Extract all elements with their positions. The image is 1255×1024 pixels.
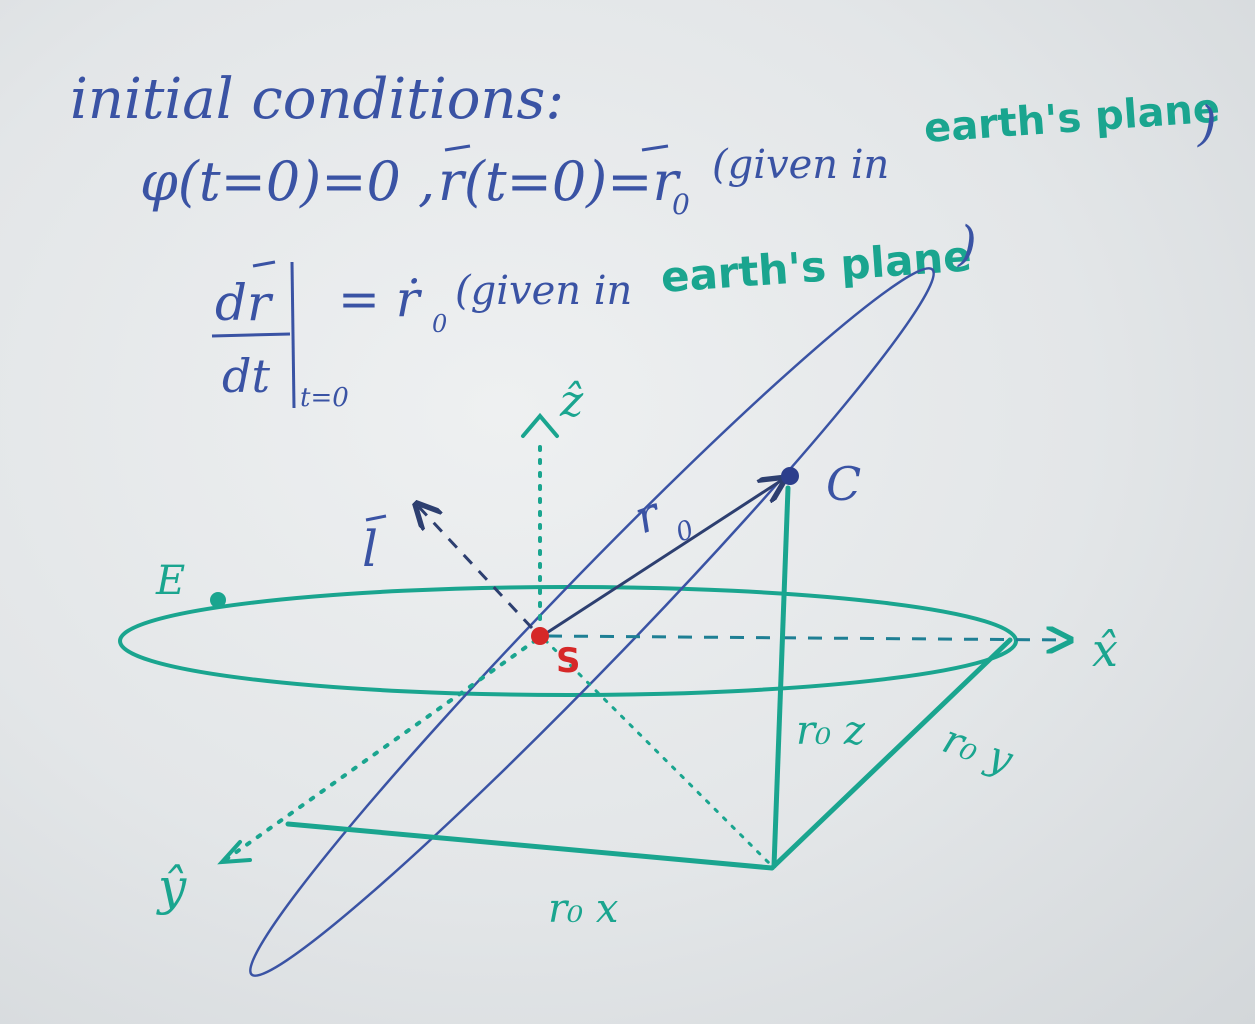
close-paren-2: ) bbox=[957, 216, 977, 272]
r0-vector-label: r bbox=[627, 485, 669, 544]
r0y-label: r₀ y bbox=[937, 716, 1020, 784]
vector-arrow-r0 bbox=[641, 144, 669, 152]
y-axis-label: ŷ bbox=[156, 858, 187, 916]
z-axis-arrowhead bbox=[521, 412, 559, 438]
r0x-edge bbox=[285, 821, 775, 871]
heading-text: initial conditions: bbox=[70, 67, 564, 132]
x-axis-line bbox=[547, 636, 1068, 640]
evaluation-point: t=0 bbox=[300, 383, 349, 413]
comet-point bbox=[781, 467, 799, 485]
l-vector-label: l bbox=[362, 520, 378, 578]
r0z-label: r₀ z bbox=[796, 708, 866, 754]
given-in-text-2: (given in bbox=[455, 268, 632, 314]
y-axis-arrowhead bbox=[217, 840, 252, 865]
r0x-label: r₀ x bbox=[548, 886, 618, 932]
evaluation-bar bbox=[290, 261, 296, 409]
earths-plane-text-1: earth's plane bbox=[922, 85, 1221, 152]
fraction-bar bbox=[211, 332, 291, 338]
x-axis-label: x̂ bbox=[1092, 623, 1118, 677]
point-c-label: C bbox=[826, 457, 861, 511]
derivative-vector-arrow bbox=[252, 260, 276, 268]
l-vector bbox=[418, 506, 534, 630]
point-s-label: S bbox=[556, 641, 581, 681]
y-axis-line bbox=[226, 638, 538, 860]
l-vector-arrow-mark bbox=[365, 514, 387, 522]
z-axis-label: ẑ bbox=[559, 376, 584, 427]
sun-point bbox=[531, 627, 549, 645]
r0-vector-subscript: 0 bbox=[672, 515, 698, 549]
earths-plane-text-2: earth's plane bbox=[659, 231, 973, 302]
r0y-edge bbox=[769, 637, 1013, 871]
derivative-rhs: = ṙ bbox=[338, 270, 423, 328]
point-e-label: E bbox=[155, 558, 185, 604]
phi-condition: φ(t=0)=0 , bbox=[140, 150, 435, 213]
projection-diagonal bbox=[543, 638, 774, 868]
r-condition: r(t=0)=r bbox=[438, 150, 681, 213]
earth-point bbox=[210, 592, 226, 608]
given-in-text-1: (given in bbox=[712, 142, 889, 188]
derivative-numerator: dr bbox=[215, 274, 274, 332]
vector-arrow-r bbox=[444, 144, 471, 152]
r-condition-subscript: 0 bbox=[672, 188, 690, 221]
close-paren-1: ) bbox=[1197, 96, 1217, 152]
r0z-edge bbox=[771, 485, 791, 869]
derivative-denominator: dt bbox=[222, 349, 270, 403]
r0-vector bbox=[544, 480, 782, 636]
comet-orbit bbox=[249, 267, 935, 977]
derivative-rhs-subscript: 0 bbox=[432, 310, 447, 338]
